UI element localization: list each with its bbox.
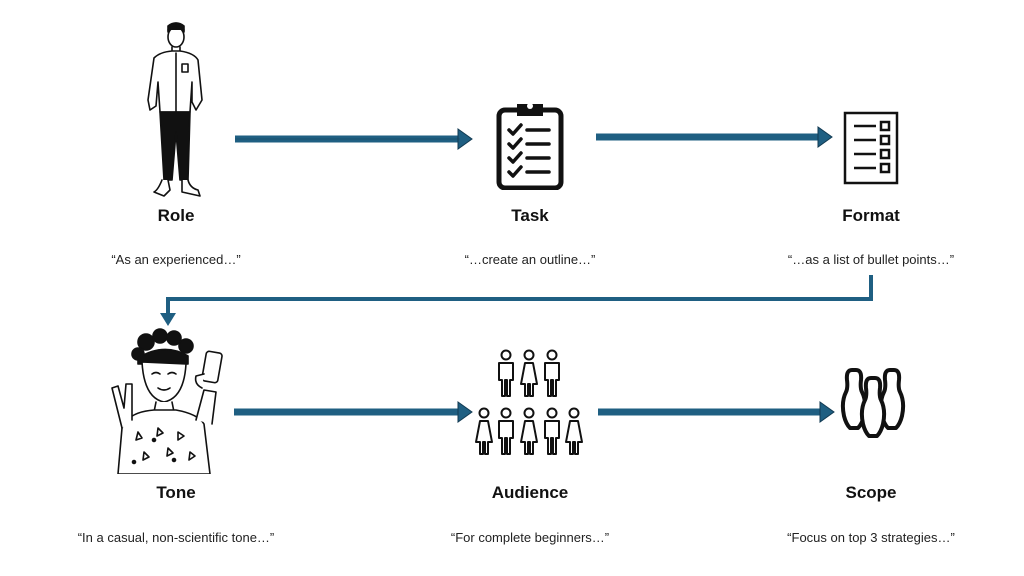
arrow-task-to-format (596, 126, 833, 148)
casual-selfie-person-icon (111, 328, 223, 474)
role-quote: “As an experienced…” (111, 252, 241, 267)
scope-label: Scope (845, 483, 897, 502)
bowling-pins-icon (840, 368, 906, 438)
bulleted-list-document-icon (843, 111, 899, 185)
audience-label: Audience (491, 483, 569, 502)
format-quote: “…as a list of bullet points…” (787, 252, 955, 267)
role-label: Role (157, 206, 195, 225)
task-quote: “…create an outline…” (464, 252, 596, 267)
scope-quote: “Focus on top 3 strategies…” (787, 530, 955, 545)
crowd-of-people-icon (475, 349, 583, 455)
arrow-tone-to-audience (234, 401, 473, 423)
arrow-audience-to-scope (598, 401, 835, 423)
clipboard-checklist-icon (496, 103, 564, 190)
format-label: Format (842, 206, 900, 225)
standing-man-icon (147, 22, 203, 197)
tone-label: Tone (156, 483, 196, 502)
arrow-format-to-tone (160, 275, 873, 326)
arrow-role-to-task (235, 128, 473, 150)
tone-quote: “In a casual, non-scientific tone…” (77, 530, 275, 545)
audience-quote: “For complete beginners…” (450, 530, 610, 545)
task-label: Task (511, 206, 549, 225)
